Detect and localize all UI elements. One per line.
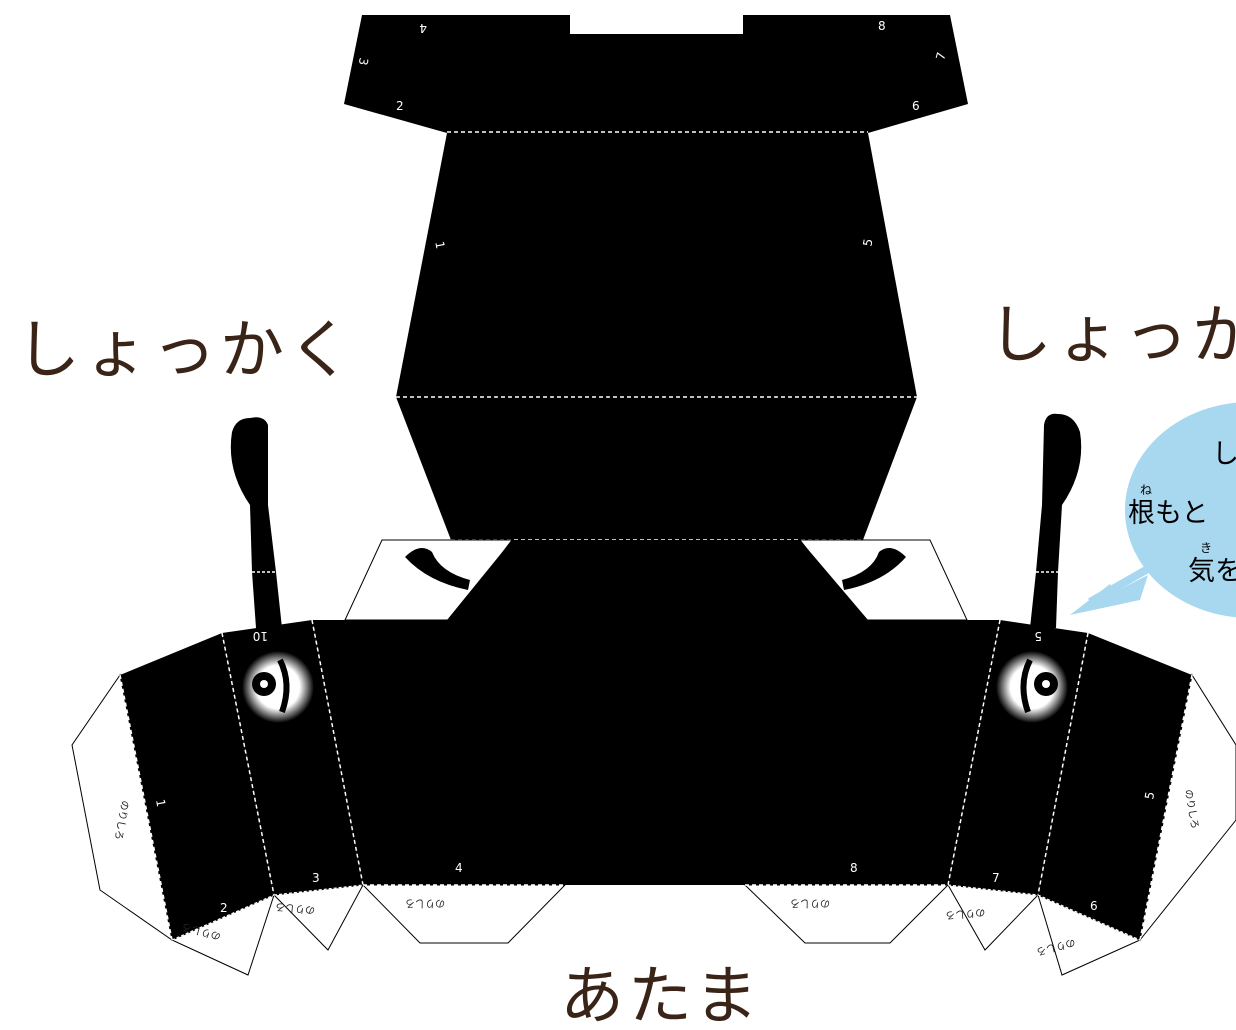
lower-body-shape <box>396 397 917 540</box>
head-center-piece <box>312 540 1000 885</box>
number-label: 5 <box>1034 629 1042 643</box>
antennae <box>230 413 1082 628</box>
side-flaps <box>344 539 968 621</box>
eye-left <box>242 651 314 723</box>
number-label: 8 <box>850 861 858 875</box>
fold-line <box>221 632 275 896</box>
number-label: 6 <box>1090 899 1098 913</box>
body-piece: 1 5 <box>396 133 917 541</box>
label-antenna-right: しょっか <box>988 299 1236 373</box>
head-center-shape <box>312 540 1000 885</box>
antenna-right <box>1030 413 1082 628</box>
arrow-shaft <box>1088 558 1162 606</box>
leg-right <box>842 548 906 590</box>
number-label: 8 <box>878 19 886 33</box>
top-flap-shape <box>344 15 968 133</box>
number-label: 7 <box>992 871 1000 885</box>
right-side-panels: 5 5 7 6 のりしろ のりしろ のりしろ <box>945 619 1236 976</box>
side-panel <box>120 633 274 940</box>
fold-line <box>311 619 364 886</box>
center-bottom-tabs: 4 8 のりしろ のりしろ <box>361 861 950 944</box>
fold-line <box>947 619 1001 886</box>
fold-line <box>1037 632 1089 896</box>
hint-bubble: し ね 根もと き 気を <box>1070 402 1236 622</box>
number-label: 2 <box>396 99 404 113</box>
bubble-line-1: し <box>1212 439 1236 470</box>
glue-tab-label: のりしろ <box>405 897 445 909</box>
number-label: 4 <box>419 21 427 35</box>
fold-line <box>119 674 173 941</box>
glue-tab <box>743 884 950 944</box>
number-label: 2 <box>220 901 228 915</box>
bubble-ruby-1: ね <box>1140 483 1152 497</box>
left-side-panels: 10 1 2 3 のりしろ のりしろ のりしろ <box>71 619 364 976</box>
side-panel <box>1038 633 1192 940</box>
number-label: 5 <box>860 238 875 248</box>
glue-tab-right-outer <box>1139 673 1236 941</box>
number-label: 7 <box>933 51 949 62</box>
fold-line <box>947 884 1039 896</box>
number-label: 1 <box>432 240 447 250</box>
number-label: 6 <box>912 99 920 113</box>
antenna-left <box>230 417 282 628</box>
glue-tab <box>272 884 364 951</box>
number-label: 5 <box>1142 791 1157 801</box>
label-antenna-left: しょっかく <box>16 314 356 388</box>
number-label: 3 <box>356 56 371 66</box>
bubble-ruby-2: き <box>1200 541 1212 555</box>
number-label: 4 <box>455 861 463 875</box>
number-label: 10 <box>253 629 268 643</box>
leg-left <box>405 548 470 590</box>
fold-line <box>1139 674 1193 941</box>
upper-body-shape <box>396 133 917 397</box>
bubble-line-3: 気を <box>1188 556 1236 587</box>
top-flap-piece: 4 3 2 8 7 6 <box>344 15 968 133</box>
glue-tab-label: のりしろ <box>790 897 830 909</box>
eye-right <box>996 651 1068 723</box>
fold-line <box>1037 894 1141 941</box>
label-head: あたま <box>560 960 762 1030</box>
number-label: 1 <box>153 798 168 808</box>
fold-line <box>171 894 275 941</box>
bubble-line-2: 根もと <box>1128 498 1208 529</box>
number-label: 3 <box>312 871 320 885</box>
glue-tab-label: のりしろ <box>275 901 316 916</box>
glue-tab <box>361 884 567 944</box>
glue-tab-label: のりしろ <box>945 906 986 921</box>
